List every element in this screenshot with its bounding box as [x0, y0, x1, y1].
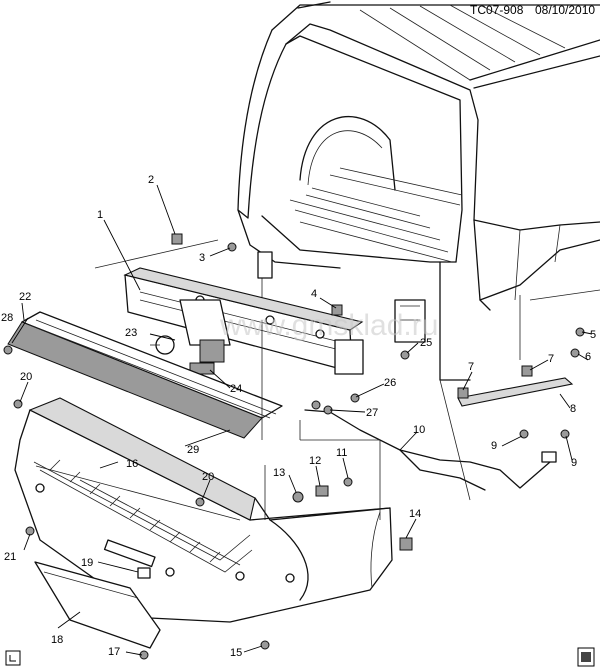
callout-5a: 5 [590, 329, 596, 341]
book-icon [577, 647, 595, 667]
callout-15: 15 [230, 647, 242, 659]
callout-10: 10 [413, 424, 425, 436]
callout-25: 25 [420, 337, 432, 349]
callout-11: 11 [336, 447, 347, 459]
callout-9b: 9 [571, 457, 577, 469]
callout-18: 18 [51, 634, 63, 646]
callout-19: 19 [81, 557, 93, 569]
callout-1: 1 [97, 209, 103, 221]
diagram-date: 08/10/2010 [535, 3, 595, 17]
bumper-fascia [14, 397, 393, 623]
sensor-wiring-harness [304, 409, 551, 489]
callout-23: 23 [125, 327, 137, 339]
callout-3: 3 [199, 252, 205, 264]
hitch-crossmember [123, 267, 364, 375]
callout-21: 21 [4, 551, 16, 563]
callout-7a: 7 [468, 361, 474, 373]
callout-2: 2 [148, 174, 154, 186]
callout-14: 14 [409, 508, 421, 520]
callout-13: 13 [273, 467, 285, 479]
harness-connector [541, 451, 557, 463]
hitch-label-plate [189, 362, 215, 375]
callout-9a: 9 [491, 440, 497, 452]
callout-28: 28 [1, 312, 13, 324]
callout-4: 4 [311, 288, 317, 300]
book-icon [5, 650, 21, 666]
callout-24: 24 [230, 383, 242, 395]
callout-29: 29 [187, 444, 199, 456]
callout-7b: 7 [548, 353, 554, 365]
callout-16: 16 [126, 458, 138, 470]
lower-closeout-edge [43, 571, 139, 599]
callout-26: 26 [384, 377, 396, 389]
vehicle-body [94, 1, 600, 381]
callout-27: 27 [366, 407, 378, 419]
guide-lines [261, 320, 471, 520]
callout-17: 17 [108, 646, 120, 658]
watermark: www.gmsklad.ru [219, 309, 438, 342]
callout-leaders [11, 184, 593, 656]
callout-12: 12 [309, 455, 321, 467]
lower-closeout-panel [34, 561, 161, 649]
callout-20b: 20 [202, 471, 214, 483]
fasteners [3, 233, 585, 660]
wiring-retainer [457, 377, 574, 407]
callout-20a: 20 [20, 371, 32, 383]
callout-8: 8 [570, 403, 576, 415]
callout-labels: 1 2 3 4 5 6 7 7 8 9 9 10 11 12 13 14 15 … [1, 174, 596, 659]
callout-22: 22 [19, 291, 31, 303]
callout-6: 6 [585, 351, 591, 363]
